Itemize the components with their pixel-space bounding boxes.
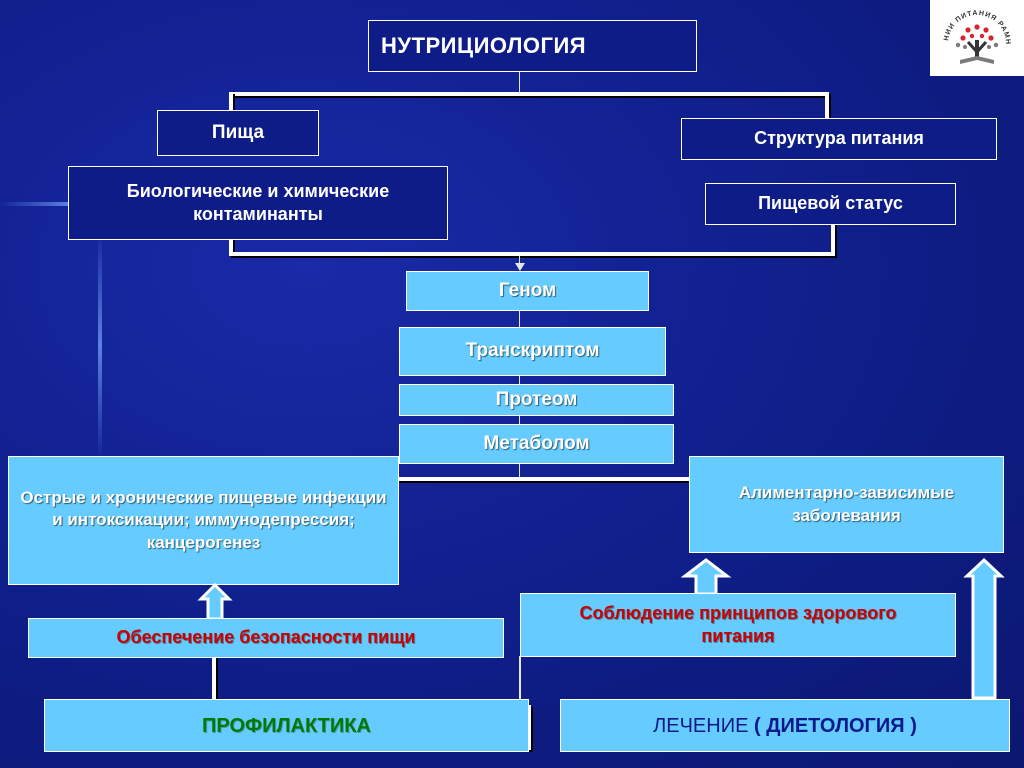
institute-logo: НИИ ПИТАНИЯ РАМН [930,0,1024,76]
up-arrow-treatment-icon [963,557,1005,700]
connector-top-right-drop [825,92,829,120]
connector-bottom-horizontal [229,252,835,256]
metabolome-box: Метаболом [399,424,674,464]
contaminants-box: Биологические и химические контаминанты [68,166,448,240]
transcriptome-box: Транскриптом [399,327,666,376]
treatment-word: ЛЕЧЕНИЕ [653,714,749,737]
metabolome-label: Метаболом [483,432,590,454]
prevention-label: ПРОФИЛАКТИКА [202,714,371,737]
connector-right-stub [527,705,531,750]
proteome-label: Протеом [495,388,578,410]
connector-healthy-down [519,656,521,700]
arrowhead-to-genome-icon [515,263,525,271]
food-label: Пища [211,121,265,143]
prevention-box: ПРОФИЛАКТИКА [44,699,529,752]
proteome-box: Протеом [399,384,674,416]
alimentary-label: Алиментарно-зависимые заболевания [738,483,955,525]
connector-right-vertical [831,222,835,256]
infections-label: Острые и хронические пищевые инфекции и … [20,488,387,552]
nutrition-structure-box: Структура питания [681,118,997,160]
nutrition-status-label: Пищевой статус [758,193,903,214]
page-title: НУТРИЦИОЛОГИЯ [381,32,587,58]
healthy-principles-label: Соблюдение принципов здорового питания [579,602,897,646]
treatment-label: ЛЕЧЕНИЕ ( ДИЕТОЛОГИЯ ) [653,713,917,739]
connector-title-down [519,72,520,94]
infections-box: Острые и хронические пищевые инфекции и … [8,456,399,585]
genome-box: Геном [406,271,649,311]
nutrition-structure-label: Структура питания [754,128,924,149]
title-box: НУТРИЦИОЛОГИЯ [368,20,697,72]
contaminants-label: Биологические и химические контаминанты [126,180,390,224]
connector-top-left-drop [229,92,233,112]
food-safety-box: Обеспечение безопасности пищи [28,618,504,658]
up-arrow-alimentary-icon [680,558,732,596]
food-safety-label: Обеспечение безопасности пищи [116,627,416,648]
connector-top-horizontal [229,92,829,96]
up-arrow-infections-icon [197,582,233,621]
nutrition-status-box: Пищевой статус [705,183,956,225]
connector-left-vertical [229,238,233,256]
healthy-principles-box: Соблюдение принципов здорового питания [520,593,956,657]
alimentary-box: Алиментарно-зависимые заболевания [689,456,1004,553]
treatment-paren: ( ДИЕТОЛОГИЯ ) [754,714,917,737]
treatment-box: ЛЕЧЕНИЕ ( ДИЕТОЛОГИЯ ) [560,699,1010,752]
connector-outcomes-horizontal [375,477,693,481]
food-box: Пища [157,110,319,156]
background-glow-vertical [98,230,102,460]
genome-label: Геном [498,279,557,301]
institute-logo-icon: НИИ ПИТАНИЯ РАМН [943,10,1010,64]
connector-prevention-up [212,655,216,700]
transcriptome-label: Транскриптом [465,340,600,362]
